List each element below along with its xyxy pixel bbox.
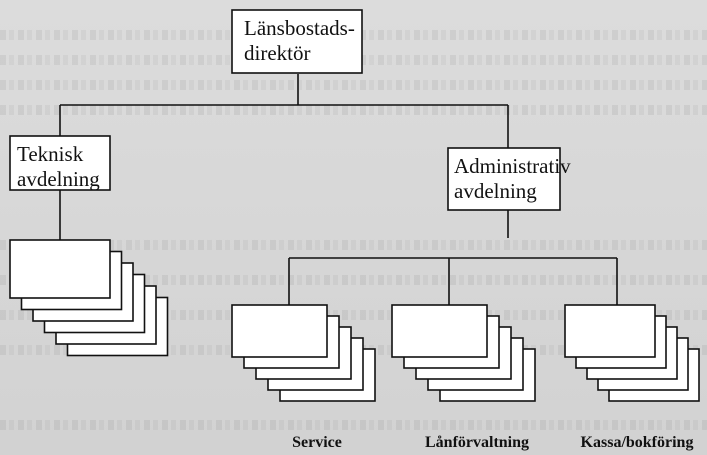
right-dept-label-line-1: Administrativ (454, 154, 571, 178)
root-box (231, 9, 363, 74)
background-text-line (0, 240, 707, 250)
background-text-line (0, 105, 707, 115)
background-text-line (0, 310, 707, 320)
background-text-line (0, 420, 707, 430)
kassa-stack-sheet (564, 304, 656, 358)
root-box-label: Länsbostads- direktör (244, 16, 355, 66)
service-stack-sheet (231, 304, 328, 358)
left-dept-box (9, 135, 111, 191)
left-dept-label: Teknisk avdelning (17, 142, 100, 192)
unit-label-kassa-bokforing: Kassa/bokföring (580, 434, 694, 451)
unit-label-service: Service (292, 434, 342, 451)
background-text-line (0, 275, 707, 285)
background-text-line (0, 80, 707, 90)
right-dept-label-line-2: avdelning (454, 179, 537, 203)
technical-stack-sheet (9, 239, 111, 299)
unit-label-lanforvaltning: Lånförvaltning (424, 434, 530, 451)
left-dept-label-line-1: Teknisk (17, 142, 84, 166)
right-dept-box (447, 147, 561, 211)
left-dept-label-line-2: avdelning (17, 167, 100, 191)
root-label-line-2: direktör (244, 41, 311, 65)
root-label-line-1: Länsbostads- (244, 16, 355, 40)
lanforvaltning-stack-sheet (391, 304, 488, 358)
right-dept-label: Administrativ avdelning (454, 154, 571, 204)
